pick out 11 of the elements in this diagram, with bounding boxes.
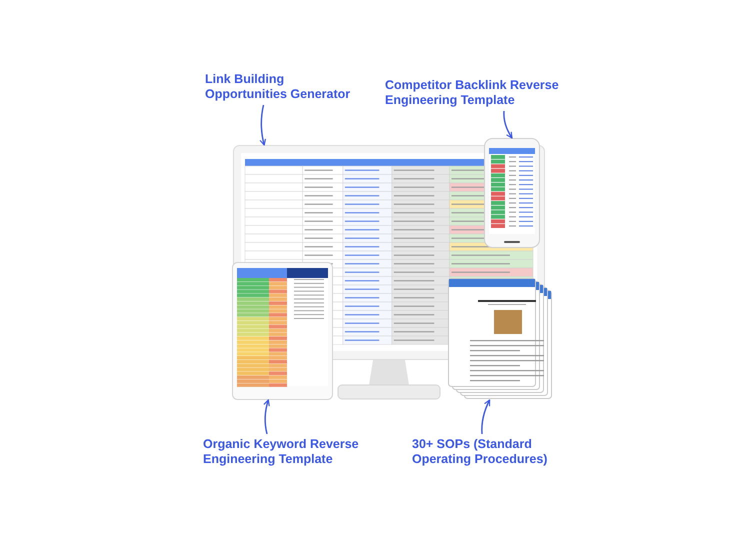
arrow [503,110,513,139]
phone-drawing [484,138,540,248]
callout-text: 30+ SOPs (Standard Operating Procedures) [412,437,552,467]
arrow [263,399,270,434]
callout-text: Link Building Opportunities Generator [205,72,355,102]
document-stack-drawing [448,278,552,400]
arrow [481,399,490,434]
callout-text: Competitor Backlink Reverse Engineering Template [385,78,560,108]
callout-text: Organic Keyword Reverse Engineering Template [203,437,363,467]
tablet-drawing [232,262,333,400]
arrow [260,104,266,146]
